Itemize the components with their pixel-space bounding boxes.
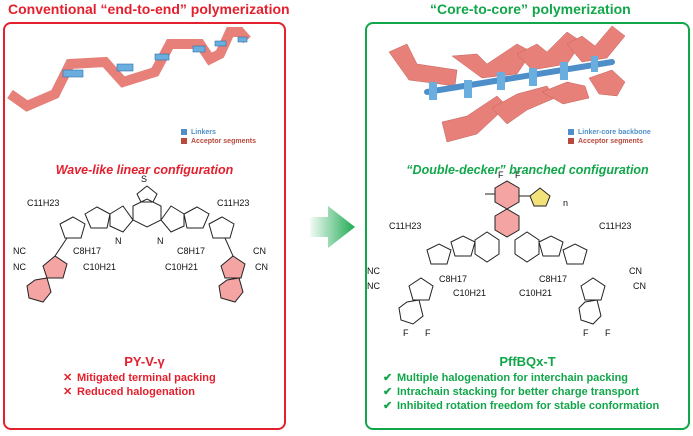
cyano-label: NC — [13, 262, 26, 272]
left-configuration-label: Wave-like linear configuration — [55, 163, 234, 177]
py-v-gamma-structure — [26, 185, 246, 303]
alkyl-chain-label: C10H21 — [453, 288, 486, 298]
atom-label: F — [498, 170, 504, 180]
alkyl-chain-label: C11H23 — [27, 198, 59, 208]
legend-item-linkers: Linkers — [181, 128, 256, 137]
left-legend: Linkers Acceptor segments — [181, 128, 256, 146]
atom-label: N — [157, 236, 164, 246]
alkyl-chain-label: C8H17 — [439, 274, 467, 284]
point-item: ✔Inhibited rotation freedom for stable c… — [383, 400, 660, 412]
cyano-label: NC — [367, 266, 380, 276]
alkyl-chain-label: C8H17 — [73, 246, 101, 256]
acceptor-segment — [451, 43, 533, 79]
legend-swatch — [181, 129, 187, 135]
atom-label: F — [425, 328, 431, 338]
legend-swatch — [568, 129, 574, 135]
alkyl-chain-label: C11H23 — [217, 198, 249, 208]
cyano-label: CN — [253, 246, 266, 256]
cyano-label: CN — [255, 262, 268, 272]
alkyl-chain-label: C8H17 — [177, 246, 205, 256]
right-configuration-label: “Double-decker” branched configuration — [406, 163, 649, 177]
cyano-label: CN — [633, 281, 646, 291]
linker-block — [237, 36, 248, 43]
core-to-core-panel: F F n C11H23 C11H23 C8H17 C8H17 C10H21 C… — [365, 22, 690, 430]
legend-item-acceptor: Acceptor segments — [181, 137, 256, 146]
acceptor-segment — [588, 69, 626, 97]
cyano-label: CN — [629, 266, 642, 276]
check-icon: ✔ — [383, 372, 393, 384]
left-molecule-name: PY-V-γ — [124, 354, 165, 369]
point-item: ✔Multiple halogenation for interchain pa… — [383, 372, 629, 384]
alkyl-chain-label: C10H21 — [165, 262, 198, 272]
acceptor-segment — [441, 95, 508, 143]
linker-block — [192, 45, 206, 53]
core-to-core-title: “Core-to-core” polymerization — [430, 1, 631, 17]
alkyl-chain-label: C10H21 — [519, 288, 552, 298]
end-group-right — [220, 255, 246, 279]
linker-block — [116, 63, 134, 72]
check-icon: ✔ — [383, 386, 393, 398]
cyano-label: NC — [13, 246, 26, 256]
linker-core-backbone — [424, 59, 615, 95]
cross-icon: ✕ — [63, 372, 73, 384]
atom-label: F — [605, 328, 611, 338]
legend-swatch — [181, 138, 187, 144]
wave-chain-illustration: S C11H23 C11H23 C8H17 C8H17 C10H21 C10H2… — [7, 27, 268, 303]
acceptor-segment — [541, 81, 590, 105]
arrow-right-icon — [310, 206, 355, 248]
acceptor-segment — [388, 43, 458, 87]
left-points: ✕Mitigated terminal packing ✕Reduced hal… — [63, 371, 216, 399]
atom-label: F — [403, 328, 409, 338]
linker-block — [154, 53, 170, 61]
right-legend: Linker-core backbone Acceptor segments — [568, 128, 651, 146]
legend-swatch — [568, 138, 574, 144]
conventional-title: Conventional “end-to-end” polymerization — [8, 1, 290, 17]
atom-label: F — [583, 328, 589, 338]
double-decker-illustration: F F n C11H23 C11H23 C8H17 C8H17 C10H21 C… — [367, 25, 646, 338]
check-icon: ✔ — [383, 400, 393, 412]
acceptor-segment — [516, 31, 583, 71]
legend-item-linker-core: Linker-core backbone — [568, 128, 651, 137]
linker-block — [214, 40, 227, 47]
cross-icon: ✕ — [63, 386, 73, 398]
acceptor-segment — [566, 25, 626, 63]
right-molecule-name: PffBQx-T — [499, 354, 556, 369]
conventional-panel: S C11H23 C11H23 C8H17 C8H17 C10H21 C10H2… — [3, 22, 286, 430]
end-group-left — [42, 255, 68, 279]
alkyl-chain-label: C11H23 — [599, 221, 631, 231]
point-item: ✔Intrachain stacking for better charge t… — [383, 386, 640, 398]
alkyl-chain-label: C8H17 — [539, 274, 567, 284]
cyano-label: NC — [367, 281, 380, 291]
linker-block — [62, 69, 84, 78]
atom-label: F — [515, 170, 521, 180]
alkyl-chain-label: C10H21 — [83, 262, 116, 272]
atom-label: S — [141, 174, 147, 184]
thiophene-ring — [529, 187, 551, 207]
point-item: ✕Mitigated terminal packing — [63, 372, 216, 384]
point-item: ✕Reduced halogenation — [63, 386, 195, 398]
repeat-unit-subscript: n — [563, 198, 568, 208]
legend-item-acceptor: Acceptor segments — [568, 137, 651, 146]
pffbqx-t-structure — [398, 180, 606, 325]
atom-label: N — [115, 236, 122, 246]
alkyl-chain-label: C11H23 — [389, 221, 421, 231]
right-points: ✔Multiple halogenation for interchain pa… — [383, 371, 659, 413]
